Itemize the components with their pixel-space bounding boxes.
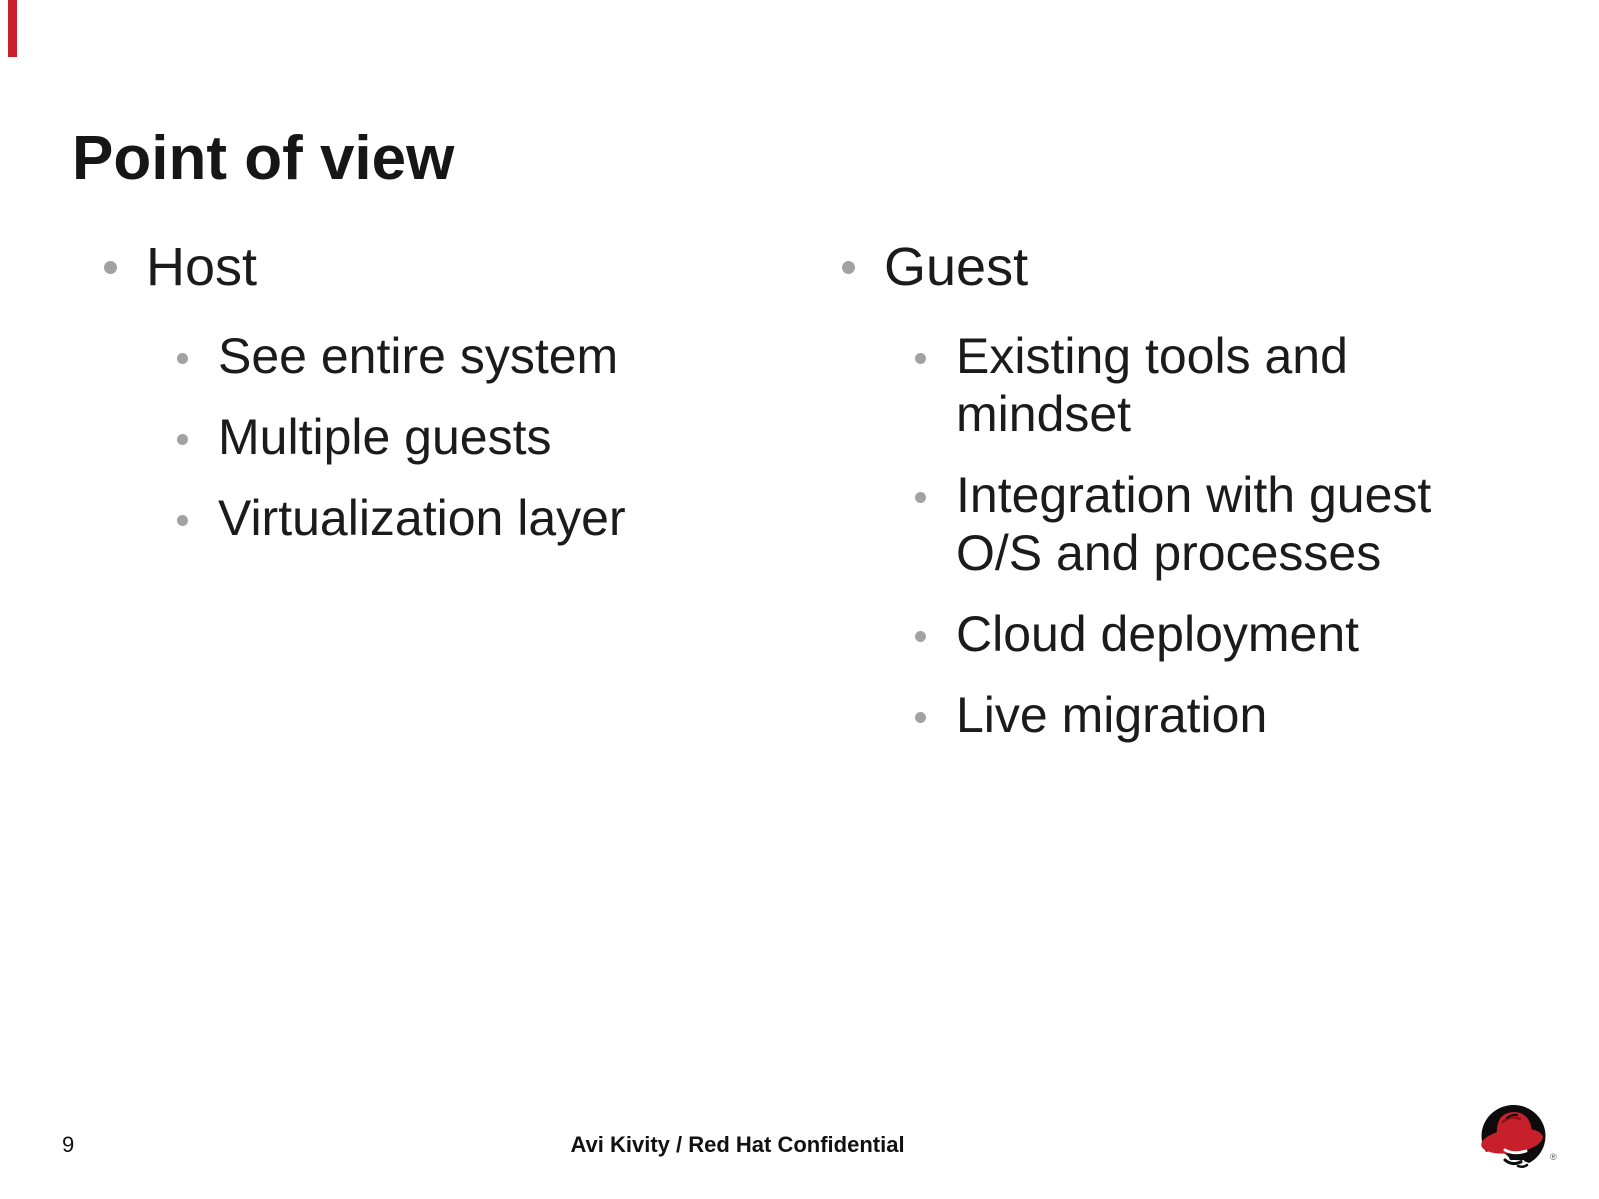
list-item: Cloud deployment xyxy=(915,605,1484,663)
list-item: Multiple guests xyxy=(177,408,746,466)
guest-heading: Guest xyxy=(842,240,1492,294)
list-item: See entire system xyxy=(177,327,746,385)
registered-trademark-symbol: ® xyxy=(1550,1152,1557,1162)
redhat-shadowman-logo-icon xyxy=(1476,1105,1546,1176)
list-item: Virtualization layer xyxy=(177,489,746,547)
guest-bullet-list: Existing tools and mindset Integration w… xyxy=(915,327,1484,744)
list-item: Integration with guest O/S and processes xyxy=(915,466,1484,582)
slide-title: Point of view xyxy=(72,123,455,193)
footer-confidential-text: Avi Kivity / Red Hat Confidential xyxy=(570,1132,905,1157)
red-accent-bar xyxy=(8,0,17,57)
host-bullet-list: See entire system Multiple guests Virtua… xyxy=(177,327,746,547)
list-item: Live migration xyxy=(915,686,1484,744)
host-column: Host See entire system Multiple guests V… xyxy=(104,240,754,570)
list-item: Existing tools and mindset xyxy=(915,327,1484,443)
page-number: 9 xyxy=(62,1132,75,1157)
guest-column: Guest Existing tools and mindset Integra… xyxy=(842,240,1492,767)
host-heading: Host xyxy=(104,240,754,294)
